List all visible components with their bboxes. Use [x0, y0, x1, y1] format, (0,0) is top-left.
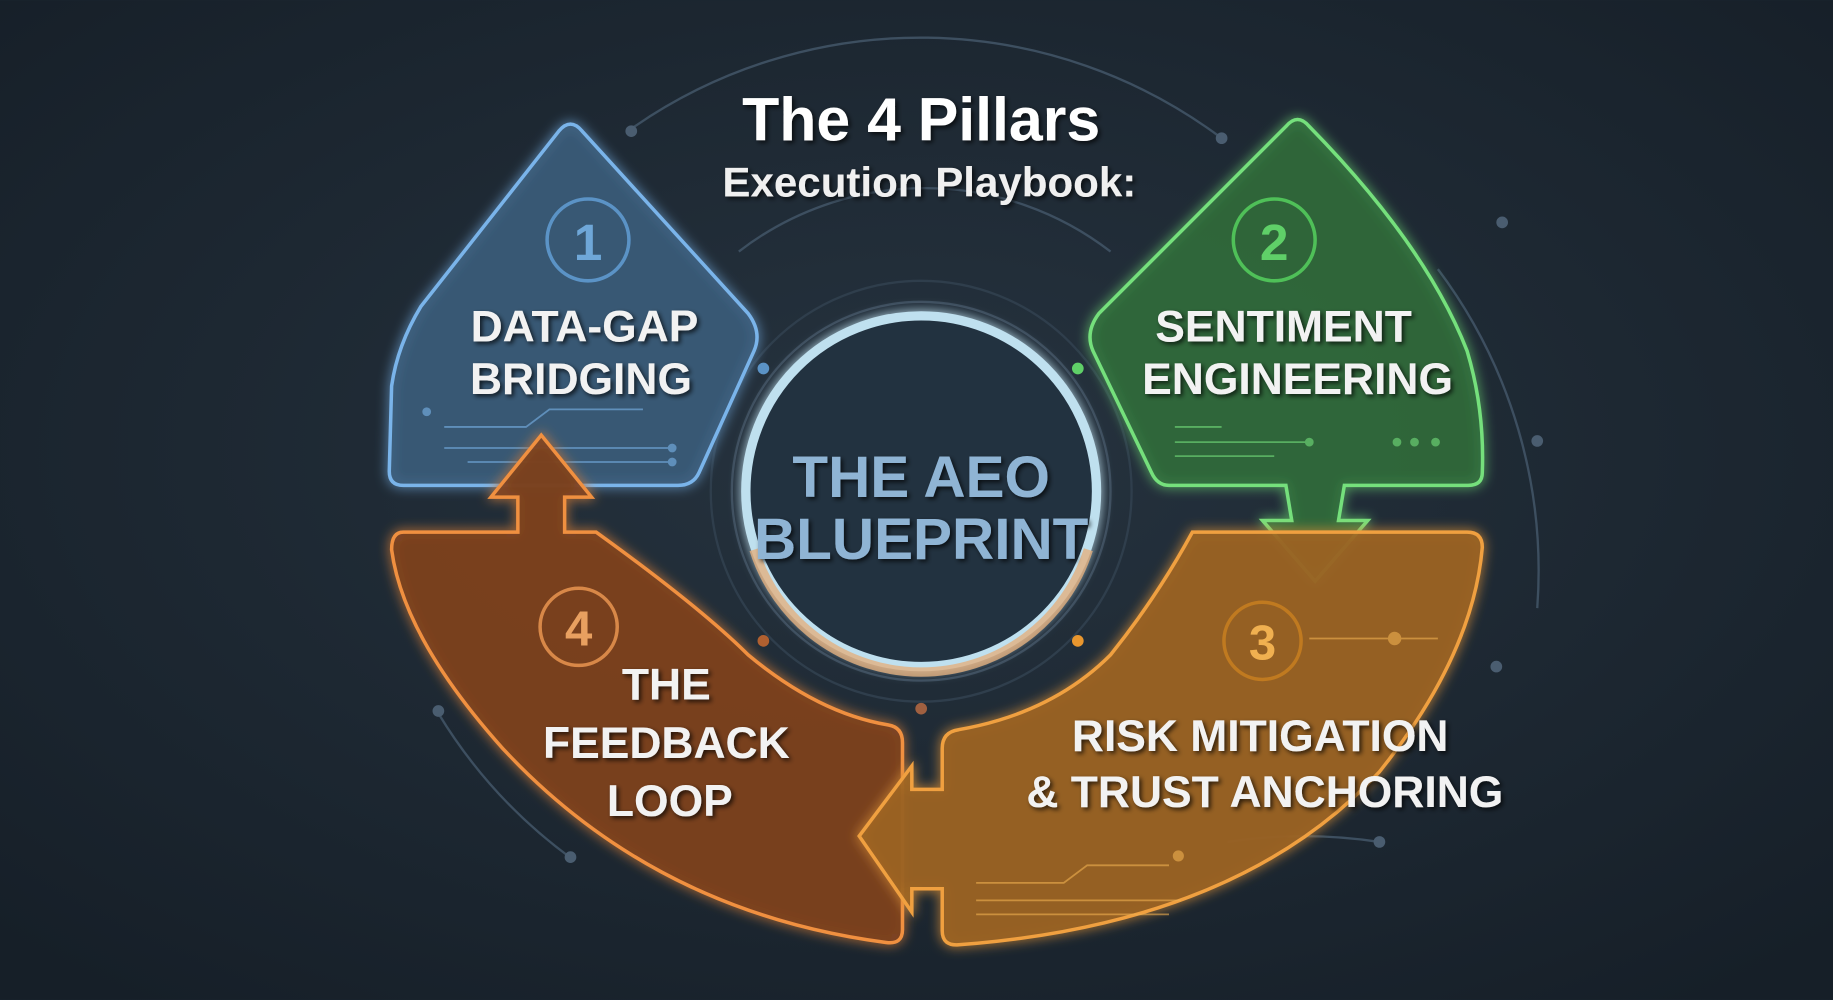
- pillar-4-feedback-loop: 4 THE FEEDBACK LOOP: [389, 432, 905, 945]
- center-title-line1: THE AEO: [792, 445, 1050, 510]
- pillar-4-label-line2: FEEDBACK: [543, 719, 790, 768]
- outer-ring-decoration: [437, 36, 1540, 861]
- center-title-line2: BLUEPRINT: [754, 507, 1089, 572]
- pillar-2-label-line1: SENTIMENT: [1155, 303, 1412, 352]
- pillar-1-label-line1: DATA-GAP: [471, 303, 699, 352]
- pillar-1-number: 1: [574, 213, 603, 271]
- number-badge-4: [538, 586, 619, 668]
- circuit-lines: [422, 407, 677, 467]
- center-hub: THE AEO BLUEPRINT: [730, 300, 1112, 715]
- pillar-1-data-gap-bridging: 1 DATA-GAP BRIDGING: [387, 122, 759, 488]
- pillar-4-label-line1: THE: [622, 660, 711, 709]
- pillar-3-number: 3: [1249, 617, 1276, 671]
- diagram-subtitle: Execution Playbook:: [722, 159, 1136, 206]
- number-badge-3: [1222, 600, 1303, 682]
- pillar-4-number: 4: [565, 603, 593, 657]
- circuit-lines: [1174, 426, 1440, 458]
- pillar-1-label-line2: BRIDGING: [470, 355, 692, 404]
- pillar-2-number: 2: [1260, 213, 1289, 271]
- pillar-3-risk-mitigation: 3 RISK MITIGATION & TRUST ANCHORING: [857, 530, 1503, 947]
- number-badge-1: [545, 197, 631, 283]
- node-dots: [432, 125, 1544, 863]
- pillar-2-sentiment-engineering: 2 SENTIMENT ENGINEERING: [1088, 117, 1485, 584]
- diagram-title: The 4 Pillars: [742, 86, 1100, 154]
- pillar-2-label-line2: ENGINEERING: [1142, 355, 1453, 404]
- pillar-3-label-line1: RISK MITIGATION: [1072, 712, 1449, 761]
- number-badge-2: [1231, 197, 1317, 283]
- pillar-4-label-line3: LOOP: [607, 777, 733, 826]
- pillar-3-label-line2: & TRUST ANCHORING: [1026, 768, 1503, 817]
- circuit-lines: [976, 631, 1438, 916]
